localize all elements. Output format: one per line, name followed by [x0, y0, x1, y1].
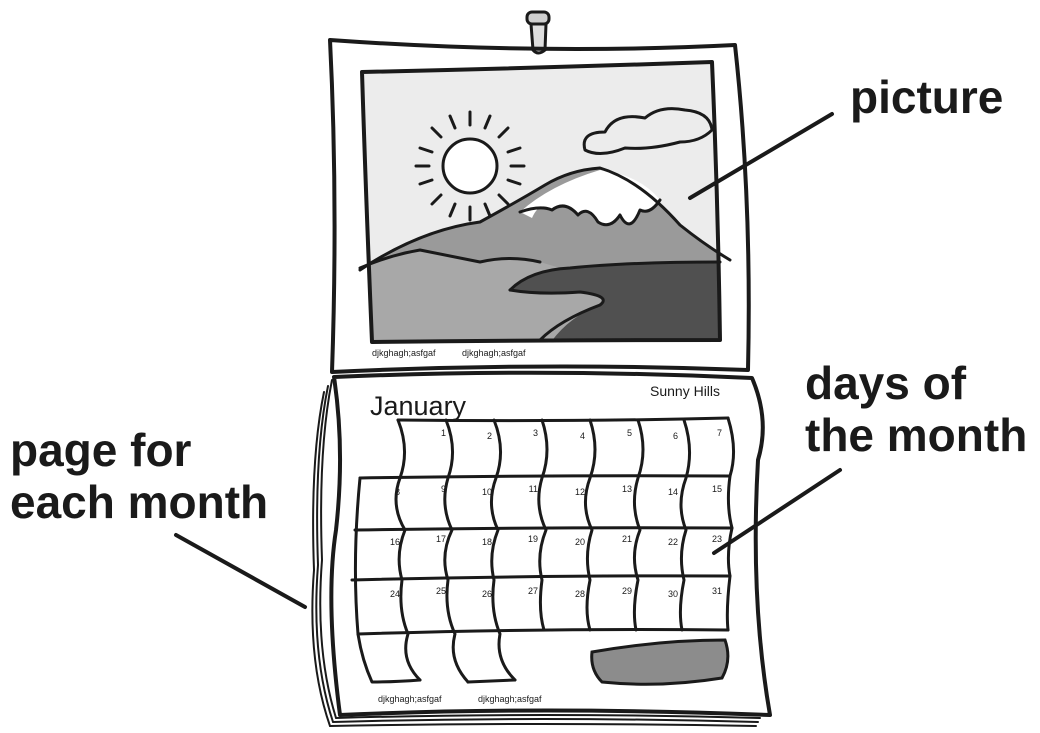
day-number-14: 14: [668, 487, 678, 497]
day-number-3: 3: [533, 428, 538, 438]
day-number-11: 11: [529, 484, 538, 494]
day-number-27: 27: [528, 586, 538, 596]
days-of-month-label-line1: days of: [805, 358, 1027, 410]
day-number-5: 5: [627, 428, 632, 438]
day-number-1: 1: [441, 428, 446, 438]
day-number-15: 15: [712, 484, 722, 494]
day-number-20: 20: [575, 537, 585, 547]
location-label: Sunny Hills: [650, 383, 720, 399]
day-number-13: 13: [622, 484, 632, 494]
day-number-29: 29: [622, 586, 632, 596]
day-number-23: 23: [712, 534, 722, 544]
day-number-6: 6: [673, 431, 678, 441]
days-of-month-label-line2: the month: [805, 410, 1027, 462]
day-number-22: 22: [668, 537, 678, 547]
day-number-28: 28: [575, 589, 585, 599]
day-number-2: 2: [487, 431, 492, 441]
day-number-25: 25: [436, 586, 446, 596]
day-number-31: 31: [712, 586, 722, 596]
day-number-7: 7: [717, 428, 722, 438]
picture-caption-right: djkghagh;asfgaf: [462, 348, 526, 358]
note-blot: [592, 640, 728, 684]
day-number-10: 10: [482, 487, 492, 497]
page-per-month-label: page for each month: [10, 425, 268, 528]
day-number-16: 16: [390, 537, 400, 547]
day-number-18: 18: [482, 537, 492, 547]
page-caption-left: djkghagh;asfgaf: [378, 694, 442, 704]
day-number-9: 9: [441, 484, 446, 494]
page-per-month-label-line1: page for: [10, 425, 268, 477]
day-number-12: 12: [575, 487, 585, 497]
picture-label: picture: [850, 72, 1003, 124]
day-number-19: 19: [528, 534, 538, 544]
day-number-26: 26: [482, 589, 492, 599]
day-number-8: 8: [395, 487, 400, 497]
page-per-month-label-line2: each month: [10, 477, 268, 529]
days-pointer-line: [714, 470, 840, 553]
day-number-30: 30: [668, 589, 678, 599]
landscape-picture: [350, 55, 730, 360]
page-pointer-line: [176, 535, 305, 607]
day-number-24: 24: [390, 589, 400, 599]
picture-caption-left: djkghagh;asfgaf: [372, 348, 436, 358]
month-title: January: [370, 391, 467, 421]
day-number-4: 4: [580, 431, 585, 441]
days-of-month-label: days of the month: [805, 358, 1027, 461]
day-number-21: 21: [622, 534, 632, 544]
page-caption-right: djkghagh;asfgaf: [478, 694, 542, 704]
day-number-17: 17: [436, 534, 446, 544]
